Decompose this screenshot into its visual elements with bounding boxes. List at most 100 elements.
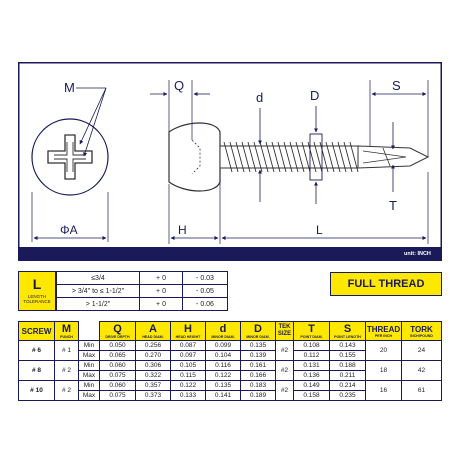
cell-d: 0.104 xyxy=(205,350,241,361)
cell-thread: 16 xyxy=(365,380,402,401)
cell-a: 0.270 xyxy=(135,350,171,361)
cell-tek: #2 xyxy=(275,360,294,381)
cell-major-d: 0.183 xyxy=(240,380,276,391)
cell-major-d: 0.161 xyxy=(240,360,276,371)
cell-tek: #2 xyxy=(275,380,294,401)
cell-s: 0.214 xyxy=(329,380,366,391)
cell-h: 0.105 xyxy=(170,360,206,371)
cell-tork: 61 xyxy=(401,380,442,401)
table-row: > 1-1/2" + 0 - 0.06 xyxy=(56,297,228,311)
major-diameter-marker xyxy=(309,133,323,181)
table-row: > 3/4" to ≤ 1-1/2" + 0 - 0.05 xyxy=(56,284,228,298)
full-thread-badge: FULL THREAD xyxy=(330,272,442,296)
cell-m: # 1 xyxy=(54,340,79,361)
cell-s: 0.211 xyxy=(329,370,366,381)
cell-q: 0.050 xyxy=(99,340,136,351)
cell-h: 0.087 xyxy=(170,340,206,351)
header-tork-key: TORK xyxy=(410,324,433,334)
cell-max-label: Max xyxy=(78,370,100,381)
table-row: # 6 # 1 Min 0.050 0.256 0.087 0.099 0.13… xyxy=(18,340,442,361)
cell-d: 0.116 xyxy=(205,360,241,371)
header-thread-key: THREAD xyxy=(366,324,401,334)
cell-major-d: 0.166 xyxy=(240,370,276,381)
cell-s: 0.188 xyxy=(329,360,366,371)
header-screw-label: SCREW xyxy=(21,326,52,336)
tolerance-minus: - 0.03 xyxy=(182,271,228,285)
drawing-footer-band xyxy=(18,247,442,261)
cell-min-label: Min xyxy=(78,360,100,371)
tolerance-range: ≤3/4 xyxy=(56,271,140,285)
cell-t: 0.108 xyxy=(293,340,330,351)
cell-q: 0.060 xyxy=(99,360,136,371)
tolerance-range: > 1-1/2" xyxy=(56,297,140,311)
cell-h: 0.122 xyxy=(170,380,206,391)
table-row: # 10 # 2 Min 0.060 0.357 0.122 0.135 0.1… xyxy=(18,380,442,401)
header-tek-sub: SIZE xyxy=(277,331,292,337)
tolerance-plus: + 0 xyxy=(139,271,183,285)
label-t: T xyxy=(389,198,397,213)
header-a-sub: HEAD DIAM. xyxy=(142,335,164,339)
header-tek-key: TEK xyxy=(278,324,291,330)
tolerance-range: > 3/4" to ≤ 1-1/2" xyxy=(56,284,140,298)
table-row: # 8 # 2 Min 0.060 0.306 0.105 0.116 0.16… xyxy=(18,360,442,381)
tolerance-minus: - 0.06 xyxy=(182,297,228,311)
header-t-key: T xyxy=(308,323,315,335)
cell-s: 0.155 xyxy=(329,350,366,361)
cell-s: 0.235 xyxy=(329,390,366,401)
cell-screw: # 8 xyxy=(18,360,55,381)
header-tork-sub: INCH/POUND xyxy=(410,333,433,338)
tolerance-caption-2: TOLERANCE xyxy=(23,299,51,304)
header-major-d-key: D xyxy=(254,323,262,335)
table-row: ≤3/4 + 0 - 0.03 xyxy=(56,271,228,285)
cell-h: 0.133 xyxy=(170,390,206,401)
cell-major-d: 0.135 xyxy=(240,340,276,351)
label-l: L xyxy=(316,223,323,237)
header-screw: SCREW xyxy=(18,321,55,341)
header-minmax-blank xyxy=(78,321,100,341)
screw-head-top-view xyxy=(31,118,109,196)
cell-screw: # 10 xyxy=(18,380,55,401)
tolerance-plus: + 0 xyxy=(139,297,183,311)
cell-q: 0.060 xyxy=(99,380,136,391)
header-q-key: Q xyxy=(113,323,122,335)
table-row: Max 0.075 0.322 0.115 0.122 0.166 0.136 … xyxy=(19,370,442,381)
header-h-sub: HEAD HEIGHT xyxy=(175,335,201,339)
label-d: d xyxy=(256,90,263,105)
cell-d: 0.099 xyxy=(205,340,241,351)
header-a-key: A xyxy=(149,323,157,335)
cell-d: 0.135 xyxy=(205,380,241,391)
header-thread-sub: PER INCH xyxy=(374,333,393,338)
cell-min-label: Min xyxy=(78,340,100,351)
header-m-key: M xyxy=(61,323,72,335)
cell-tork: 42 xyxy=(401,360,442,381)
header-t-sub: POINT DIAM. xyxy=(300,335,323,339)
cell-s: 0.143 xyxy=(329,340,366,351)
cell-h: 0.097 xyxy=(170,350,206,361)
unit-label: unit: INCH xyxy=(404,251,431,257)
tolerance-plus: + 0 xyxy=(139,284,183,298)
tolerance-minus: - 0.05 xyxy=(182,284,228,298)
cell-tek: #2 xyxy=(275,340,294,361)
label-m: M xyxy=(64,80,75,95)
label-a: ΦA xyxy=(60,223,78,237)
cell-q: 0.065 xyxy=(99,350,136,361)
cell-a: 0.306 xyxy=(135,360,171,371)
cell-d: 0.141 xyxy=(205,390,241,401)
cell-a: 0.256 xyxy=(135,340,171,351)
cell-a: 0.357 xyxy=(135,380,171,391)
cell-a: 0.322 xyxy=(135,370,171,381)
cell-max-label: Max xyxy=(78,390,100,401)
header-q-sub: DRIVE DEPTH xyxy=(105,335,130,339)
header-d-sub: MINOR DIAM. xyxy=(211,335,235,339)
tolerance-code: L xyxy=(32,276,42,292)
